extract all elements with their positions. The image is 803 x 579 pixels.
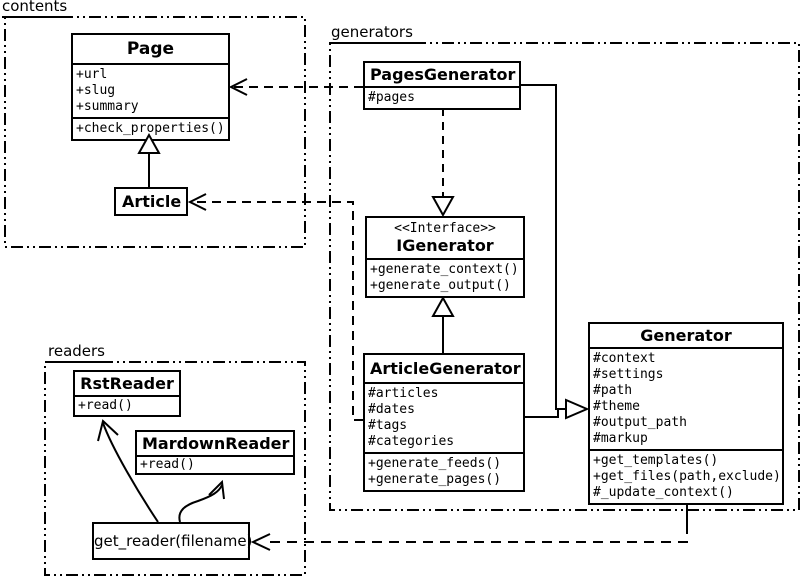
open-arrowhead-icon [228, 78, 248, 96]
igenerator-header: <<Interface>> IGenerator [367, 218, 523, 258]
class-box-generator: Generator #context #settings #path #them… [588, 322, 784, 505]
generator-attributes-section: #context #settings #path #theme #output_… [590, 347, 782, 449]
attribute: #output_path [593, 415, 687, 430]
class-title-markdown-reader: MardownReader [142, 434, 290, 453]
interface-stereotype: <<Interface>> [394, 221, 496, 236]
class-box-page: Page +url +slug +summary +check_properti… [71, 33, 230, 141]
attribute: #path [593, 383, 633, 398]
hollow-triangle-icon [565, 398, 590, 420]
class-box-article: Article [114, 187, 188, 216]
function-box-get-reader: get_reader(filename) [92, 522, 252, 560]
method: +generate_output() [370, 278, 511, 293]
class-title-article: Article [122, 192, 182, 211]
attribute: +url [76, 67, 108, 82]
igenerator-methods-section: +generate_context() +generate_output() [367, 258, 523, 296]
attribute: #articles [368, 386, 439, 401]
package-label-readers: readers [48, 343, 108, 363]
attribute: +summary [76, 99, 139, 114]
attribute: #tags [368, 418, 408, 433]
generalization-line-pagesgenerator-generator [520, 84, 566, 410]
class-box-rst-reader: RstReader +read() [73, 370, 181, 417]
page-attributes-section: +url +slug +summary [73, 63, 228, 117]
dependency-line-articlegenerator-article [193, 201, 363, 421]
class-title-article-generator: ArticleGenerator [370, 359, 521, 378]
article-generator-attributes-section: #articles #dates #tags #categories [365, 382, 523, 452]
curved-arrow-getreader-markdownreader [178, 484, 223, 523]
method: +get_templates() [593, 453, 719, 468]
class-box-igenerator: <<Interface>> IGenerator +generate_conte… [365, 216, 525, 298]
method: +read() [140, 457, 195, 472]
package-label-contents: contents [2, 0, 71, 18]
attribute: #settings [593, 367, 664, 382]
rst-reader-methods-section: +read() [75, 395, 179, 415]
attribute: #pages [368, 90, 415, 105]
class-title-rst-reader: RstReader [80, 374, 174, 393]
generator-methods-section: +get_templates() +get_files(path,exclude… [590, 449, 782, 503]
attribute: #theme [593, 399, 640, 414]
class-box-pages-generator: PagesGenerator #pages [363, 61, 521, 110]
attribute: #categories [368, 434, 455, 449]
class-box-article-generator: ArticleGenerator #articles #dates #tags … [363, 353, 525, 492]
article-generator-methods-section: +generate_feeds() +generate_pages() [365, 452, 523, 490]
class-title-igenerator: IGenerator [396, 236, 494, 255]
pages-generator-attributes-section: #pages [365, 86, 519, 108]
dependency-line-generator-getreader [264, 524, 688, 543]
method: +generate_feeds() [368, 456, 502, 471]
class-title-pages-generator: PagesGenerator [370, 65, 516, 84]
open-arrowhead-icon [97, 419, 119, 442]
class-box-markdown-reader: MardownReader +read() [135, 430, 295, 475]
attribute: #dates [368, 402, 415, 417]
package-label-generators: generators [331, 24, 416, 44]
page-methods-section: +check_properties() [73, 117, 228, 139]
method: +read() [78, 398, 133, 413]
class-title-generator: Generator [640, 326, 732, 345]
open-arrowhead-icon [250, 533, 271, 551]
method: +generate_pages() [368, 472, 502, 487]
open-arrowhead-icon [187, 193, 207, 211]
method: #_update_context() [593, 485, 734, 500]
open-arrowhead-icon [208, 479, 225, 500]
generalization-line-articlegenerator-generator [525, 409, 559, 418]
attribute: +slug [76, 83, 116, 98]
attribute: #context [593, 351, 656, 366]
method: +check_properties() [76, 121, 225, 136]
method: +get_files(path,exclude) [593, 469, 781, 484]
class-title-page: Page [126, 39, 175, 59]
hollow-triangle-icon [431, 196, 455, 218]
method: +generate_context() [370, 262, 519, 277]
hollow-triangle-icon [431, 295, 455, 317]
attribute: #markup [593, 431, 648, 446]
markdown-reader-methods-section: +read() [137, 455, 293, 473]
